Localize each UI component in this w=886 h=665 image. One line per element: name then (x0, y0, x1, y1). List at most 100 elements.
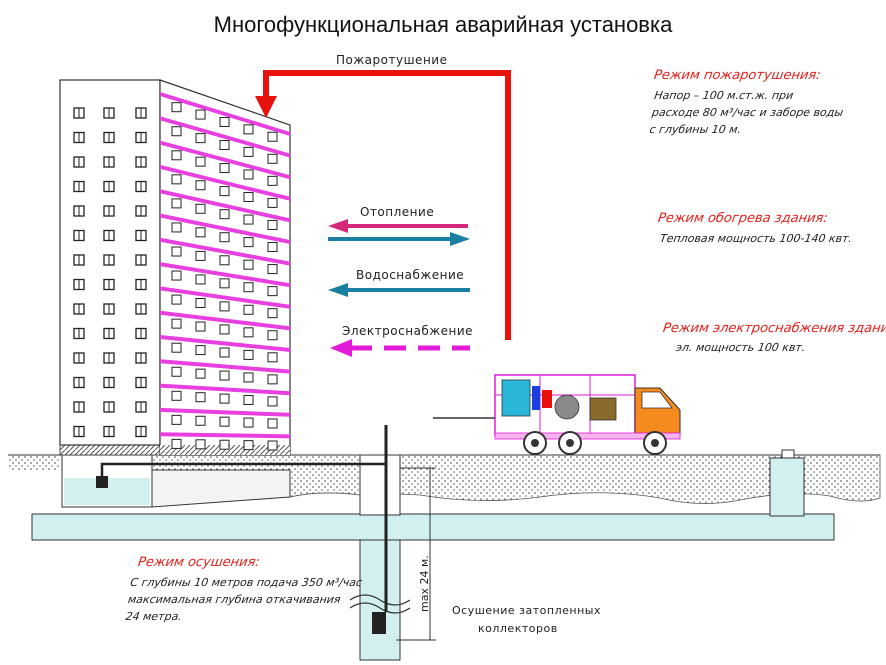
window (171, 270, 182, 281)
drain-mode-text: С глубины 10 метров подача 350 м³/час ма… (124, 574, 363, 625)
window (243, 146, 254, 157)
window (267, 264, 278, 275)
depth-label: max 24 м. (418, 555, 431, 612)
window (219, 140, 230, 151)
window (243, 237, 254, 248)
fire-supply-arrow (255, 70, 511, 340)
window (243, 169, 254, 180)
power-supply-arrow (330, 339, 470, 357)
window (267, 131, 278, 142)
window (243, 192, 254, 203)
window (171, 438, 182, 449)
balcony-stripe (160, 92, 290, 136)
window (243, 214, 254, 225)
window (219, 347, 230, 358)
window (243, 372, 254, 383)
window (171, 102, 182, 113)
window (171, 414, 182, 425)
window (267, 153, 278, 164)
window (171, 174, 182, 185)
power-arrow-label: Электроснабжение (342, 324, 474, 338)
window (195, 392, 206, 403)
balcony-stripe (160, 189, 290, 223)
window (171, 150, 182, 161)
window (267, 330, 278, 341)
power-mode-line: эл. мощность 100 квт. (675, 341, 807, 354)
window (195, 321, 206, 332)
drain-caption-line: коллекторов (478, 622, 558, 635)
balcony-stripe (160, 359, 290, 374)
power-mode-heading: Режим электроснабжения здания (661, 321, 886, 336)
window (267, 418, 278, 429)
window (243, 304, 254, 315)
window (195, 368, 206, 379)
window (171, 366, 182, 377)
fire-mode-line: с глубины 10 м. (648, 123, 742, 136)
window (219, 186, 230, 197)
balcony-stripe (160, 432, 290, 439)
window (219, 163, 230, 174)
drain-mode-line: 24 метра. (124, 610, 183, 623)
drain-caption-line: Осушение затопленных (452, 604, 601, 617)
window (171, 198, 182, 209)
window (243, 327, 254, 338)
window (267, 440, 278, 451)
heating-mode-line: Тепловая мощность 100-140 квт. (659, 232, 853, 245)
drain-mode-line: С глубины 10 метров подача 350 м³/час (129, 576, 363, 589)
water-supply-arrow (328, 283, 470, 297)
balcony-stripe (160, 213, 290, 244)
drainage-collector (31, 425, 835, 661)
window (195, 439, 206, 450)
balcony-stripe (160, 116, 290, 158)
window (219, 232, 230, 243)
window (219, 370, 230, 381)
heating-arrow-label: Отопление (360, 205, 435, 219)
window (267, 242, 278, 253)
window (243, 124, 254, 135)
window (195, 180, 206, 191)
drain-mode-heading: Режим осушения: (136, 555, 261, 570)
window (195, 227, 206, 238)
fire-mode-heading: Режим пожаротушения: (652, 68, 822, 83)
balcony-stripe (160, 335, 290, 352)
window (267, 374, 278, 385)
window (267, 219, 278, 230)
window (267, 352, 278, 363)
window (171, 126, 182, 137)
window (219, 278, 230, 289)
heating-arrows (328, 219, 470, 246)
window (195, 345, 206, 356)
fire-mode-line: расходе 80 м³/час и заборе воды (651, 106, 844, 119)
balcony-stripe (160, 310, 290, 331)
window (195, 297, 206, 308)
window (171, 342, 182, 353)
window (219, 255, 230, 266)
window (243, 395, 254, 406)
window (219, 324, 230, 335)
window (267, 308, 278, 319)
window (171, 294, 182, 305)
window (243, 282, 254, 293)
window (195, 156, 206, 167)
window (219, 301, 230, 312)
building (59, 79, 385, 508)
window (243, 349, 254, 360)
window (267, 197, 278, 208)
window (171, 390, 182, 401)
fire-mode-line: Напор – 100 м.ст.ж. при (653, 89, 795, 102)
window (219, 416, 230, 427)
window (219, 116, 230, 127)
balcony-stripe (160, 286, 290, 309)
window (219, 209, 230, 220)
window (171, 318, 182, 329)
window (243, 417, 254, 428)
balcony-stripe (160, 164, 290, 201)
balcony-stripe (160, 237, 290, 266)
window (171, 246, 182, 257)
window (243, 440, 254, 451)
window (243, 259, 254, 270)
window (195, 133, 206, 144)
balcony-stripe (160, 140, 290, 180)
window (195, 250, 206, 261)
window (195, 415, 206, 426)
